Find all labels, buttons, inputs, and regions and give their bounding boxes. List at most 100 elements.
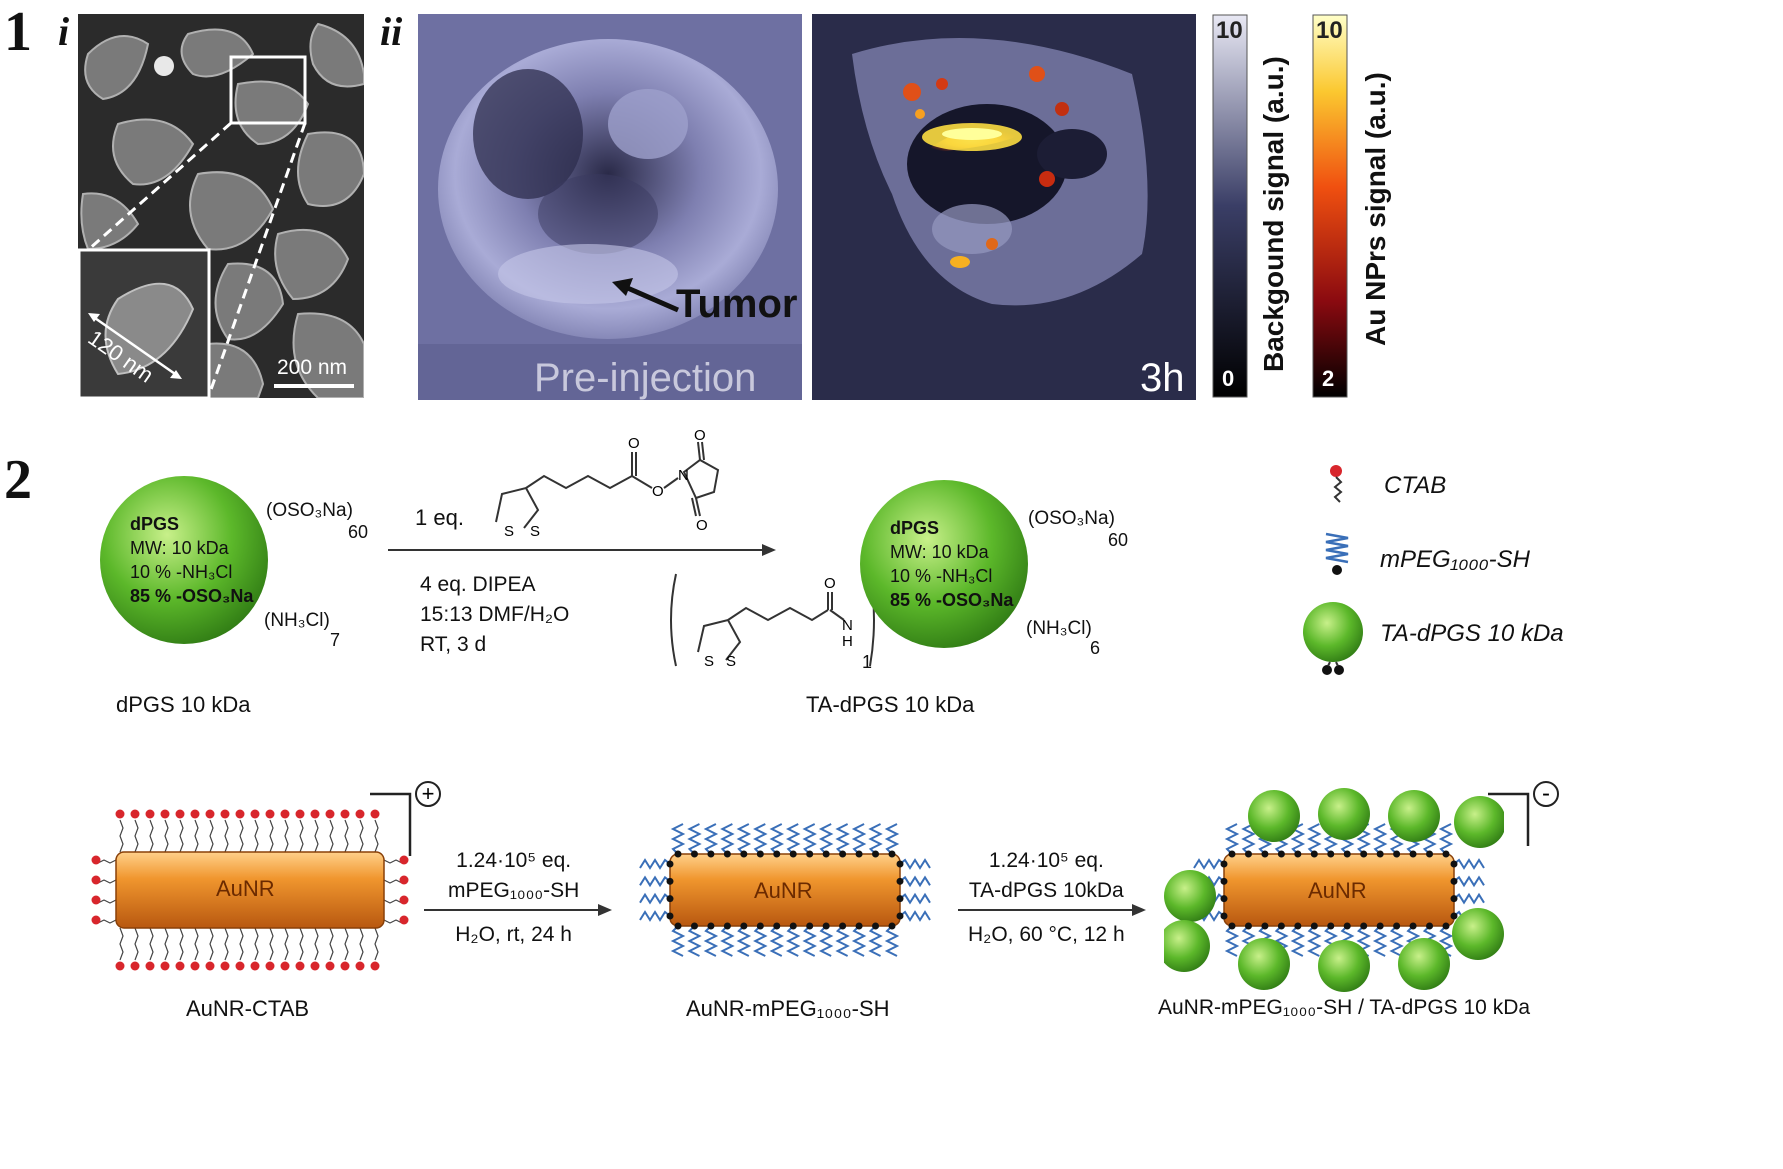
peg-chain [687,925,702,957]
sphere-line-4: 85 % -OSO₃Na [130,586,254,606]
ctab-tail [269,819,274,853]
rod-1-caption: AuNR-CTAB [186,996,310,1021]
thiol-anchor [756,850,764,858]
rod-3-caption: AuNR-mPEG₁₀₀₀-SH / TA-dPGS 10 kDa [1158,996,1531,1019]
amide-n: N [842,617,853,634]
thiol-anchor [822,850,830,858]
ctab-tail [119,927,124,961]
ctab-head [91,895,101,905]
ctab-tail [134,819,139,853]
ctab-tail [209,819,214,853]
condition-1: 4 eq. DIPEA [420,573,536,596]
ctab-head [250,809,260,819]
background-colorbar [1212,14,1248,398]
thiol-anchor [723,922,731,930]
step2-eq: 1.24·10⁵ eq. [988,849,1104,872]
au-bar-min: 2 [1322,366,1335,391]
ctab-head [310,809,320,819]
dpgs-sphere [100,476,268,644]
peg-chain [785,925,801,957]
thiol-anchor [666,912,674,920]
peg-chain [687,823,702,855]
ctab-tail [194,819,199,853]
step1-cond: H₂O, rt, 24 h [455,923,572,946]
thiol-anchor [896,860,904,868]
peg-chain [1224,925,1240,957]
amide-h: H [842,633,853,650]
thiol-anchor [822,922,830,930]
step2-cond: H₂O, 60 °C, 12 h [968,923,1125,946]
ctab-tail [269,927,274,961]
ta-dpgs-caption: TA-dPGS 10 kDa [806,692,975,717]
peg-chain [670,823,686,855]
ctab-tail [359,819,364,853]
peg-chain [1307,925,1322,957]
peg-chain [868,925,883,957]
peg-chain [753,823,768,855]
legend-ta-dpgs-label: TA-dPGS 10 kDa [1380,620,1564,647]
negative-charge-bracket: - [1488,780,1559,846]
ctab-tail [149,819,154,853]
thiol-anchor [1450,860,1458,868]
ester-o: O [652,483,664,500]
sem-micrograph [78,14,364,398]
reaction-arrow-3 [958,904,1146,916]
peg-chain [884,823,900,855]
nhs-o-2: O [696,517,708,534]
thiol-anchor [1442,850,1450,858]
ctab-head [235,809,245,819]
ctab-tail [344,927,349,961]
ta-nh3cl-count: 6 [1090,638,1101,658]
peg-chain [1453,875,1485,888]
thiol-anchor [1450,895,1458,903]
thiol-anchor [674,922,682,930]
sphere-line-3: 10 % -NH₃Cl [130,562,233,582]
ctab-tail [359,927,364,961]
peg-chain [785,823,801,855]
ctab-head [399,855,409,865]
thiol-anchor [896,877,904,885]
ctab-head [190,961,200,971]
thiol-anchor [1360,850,1368,858]
ctab-head [325,809,335,819]
ta-oso3na-group: (OSO₃Na) [1028,508,1115,529]
ctab-head [220,961,230,971]
nhs-n: N [678,467,689,484]
ctab-tail [134,927,139,961]
ta-oso3na-count: 60 [1108,530,1129,550]
ctab-head [160,961,170,971]
positive-charge-bracket: + [370,781,441,856]
ctab-tail [179,927,184,961]
thiol-anchor [707,922,715,930]
peg-chain [1241,823,1256,855]
thiol-anchor [740,850,748,858]
thiol-anchor [1450,877,1458,885]
thiol-anchor [723,850,731,858]
sphere-line-1: dPGS [130,514,180,534]
ctab-head [370,961,380,971]
thiol-anchor [855,922,863,930]
thiol-anchor [773,850,781,858]
ta-dpgs-sphere-mark [1452,908,1504,960]
thiol-anchor [1426,850,1434,858]
peg-chain [703,823,719,855]
amide-s-atom-2: S [726,653,736,670]
ctab-tail [314,819,319,853]
thiol-anchor [740,922,748,930]
ctab-head [340,961,350,971]
thiol-anchor [888,850,896,858]
ctab-head [115,961,125,971]
thiol-anchor [872,922,880,930]
aunr-ta-dpgs-rod [1164,788,1504,992]
ctab-tail [254,819,259,853]
ta-s-atom-1: S [504,523,514,540]
peg-chain [1307,823,1322,855]
peg-chain [899,892,931,905]
peg-chain [851,925,867,957]
peg-chain [899,910,931,922]
ctab-head [399,915,409,925]
pre-injection-image [418,14,802,400]
ctab-tail [329,927,334,961]
ctab-head [310,961,320,971]
ctab-tail [224,819,229,853]
